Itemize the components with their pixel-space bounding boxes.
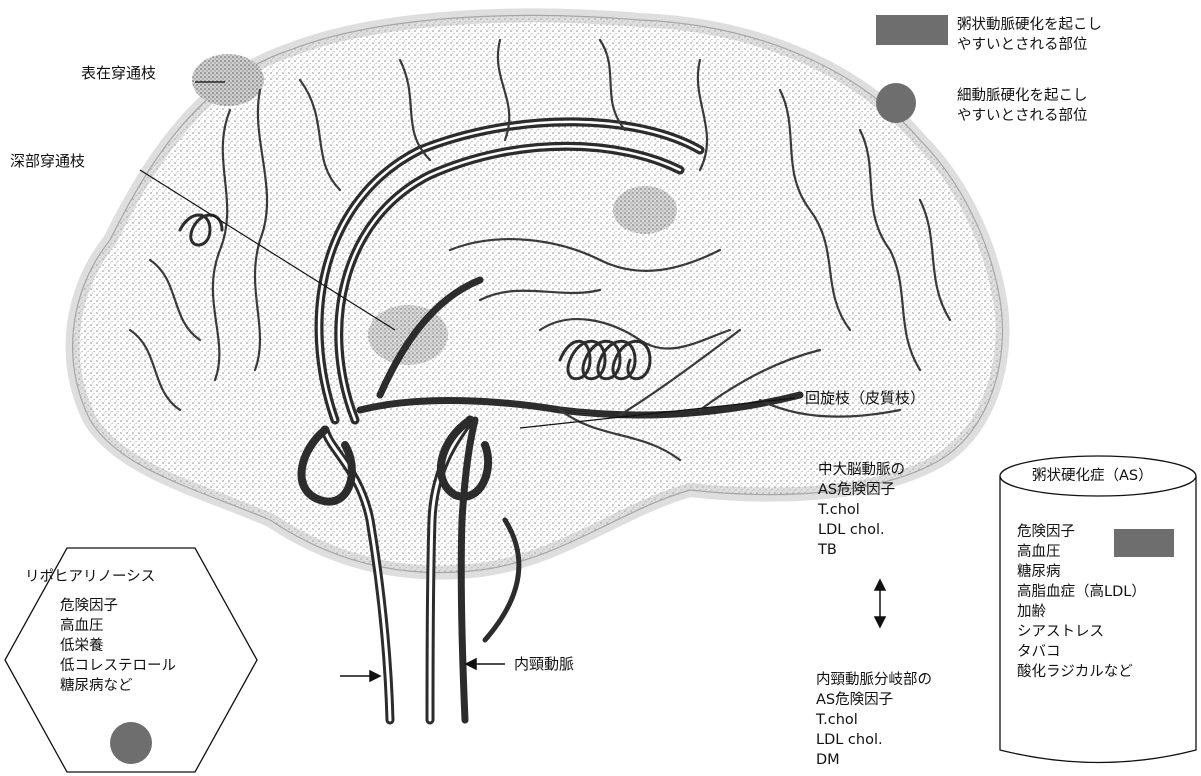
superficial-perforator-site	[192, 54, 264, 106]
lipo-title: リポヒアリノーシス	[25, 567, 155, 587]
deep-perforator-site	[368, 305, 448, 365]
ica-risk-line: T.chol	[816, 710, 932, 730]
atherosclerosis-legend: 粥状動脈硬化を起こし やすいとされる部位	[957, 15, 1102, 55]
lipo-marker	[110, 722, 152, 764]
as-box-list: 危険因子 高血圧 糖尿病 高脂血症（高LDL） 加齢 シアストレス タバコ 酸化…	[1017, 522, 1146, 682]
as-risk-item: 危険因子	[1017, 522, 1146, 542]
mca-risk-title: 中大脳動脈の	[818, 460, 905, 480]
as-risk-item: 高脂血症（高LDL）	[1017, 582, 1146, 602]
ica-risk-title: 内頸動脈分岐部の	[816, 670, 932, 690]
lipo-list: 危険因子 高血圧 低栄養 低コレステロール 糖尿病など	[60, 596, 176, 696]
as-risk-item: 加齢	[1017, 602, 1146, 622]
as-risk-item: タバコ	[1017, 642, 1146, 662]
arteriolosclerosis-marker	[876, 83, 916, 123]
as-risk-item: 酸化ラジカルなど	[1017, 662, 1146, 682]
arteriolosclerosis-legend-line2: やすいとされる部位	[957, 106, 1088, 126]
atherosclerosis-marker	[876, 15, 948, 45]
as-risk-item: シアストレス	[1017, 622, 1146, 642]
lipo-risk-item: 低コレステロール	[60, 656, 176, 676]
mca-risk-line: T.chol	[818, 500, 905, 520]
mca-risk-line: LDL chol.	[818, 520, 905, 540]
superficial-perforator-label: 表在穿通枝	[81, 66, 156, 81]
lipo-risk-item: 高血圧	[60, 616, 176, 636]
ica-risk-line: AS危険因子	[816, 690, 932, 710]
circumflex-branch-label: 回旋枝（皮質枝）	[805, 391, 925, 406]
deep-perforator-label: 深部穿通枝	[10, 154, 85, 169]
ica-risk-block: 内頸動脈分岐部の AS危険因子 T.chol LDL chol. DM	[816, 670, 932, 766]
atherosclerosis-legend-line1: 粥状動脈硬化を起こし	[957, 15, 1102, 35]
lipo-risk-item: 低栄養	[60, 636, 176, 656]
as-risk-item: 糖尿病	[1017, 562, 1146, 582]
mca-risk-block: 中大脳動脈の AS危険因子 T.chol LDL chol. TB	[818, 460, 905, 560]
mca-risk-line: AS危険因子	[818, 480, 905, 500]
lipo-risk-item: 危険因子	[60, 596, 176, 616]
arteriolosclerosis-legend-line1: 細動脈硬化を起こし	[957, 86, 1088, 106]
as-box-title: 粥状硬化症（AS）	[1032, 466, 1153, 486]
internal-carotid-label: 内頸動脈	[514, 657, 574, 672]
as-risk-item: 高血圧	[1017, 542, 1146, 562]
between-risks-arrow	[875, 580, 885, 627]
ica-risk-line: DM	[816, 750, 932, 766]
atherosclerosis-legend-line2: やすいとされる部位	[957, 35, 1102, 55]
mca-risk-line: TB	[818, 540, 905, 560]
lipo-risk-item: 糖尿病など	[60, 676, 176, 696]
parietal-site	[613, 186, 677, 234]
arteriolosclerosis-legend: 細動脈硬化を起こし やすいとされる部位	[957, 86, 1088, 126]
ica-risk-line: LDL chol.	[816, 730, 932, 750]
